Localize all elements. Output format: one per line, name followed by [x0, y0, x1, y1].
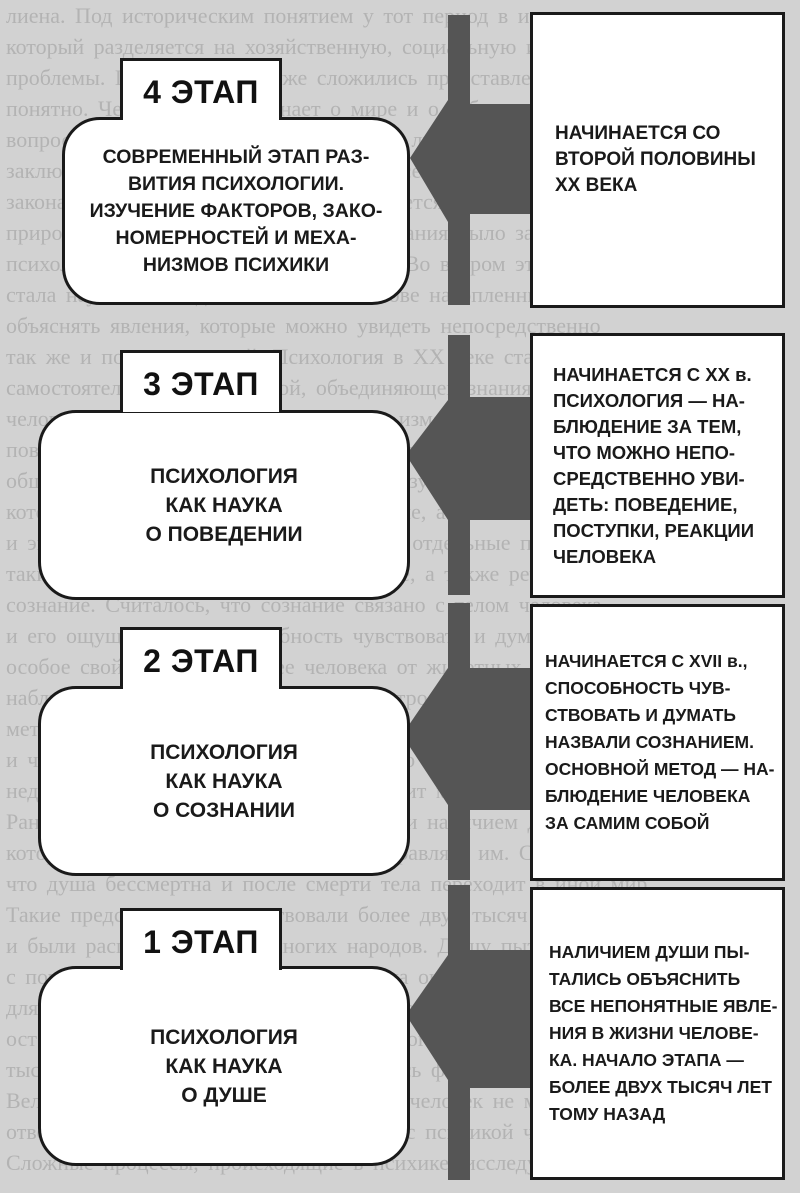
stage-4-note: НАЧИНАЕТСЯ СО ВТОРОЙ ПОЛОВИНЫ XX ВЕКА — [530, 12, 785, 308]
stage-3-label: 3 ЭТАП — [120, 350, 282, 412]
stage-1-label: 1 ЭТАП — [120, 908, 282, 970]
stage-4-arrow-head — [410, 100, 448, 222]
stage-4-arrow — [448, 15, 530, 305]
stage-3-description: ПСИХОЛОГИЯ КАК НАУКА О ПОВЕДЕНИИ — [38, 410, 410, 600]
stage-1-arrow — [448, 885, 530, 1180]
stage-3-description-text: ПСИХОЛОГИЯ КАК НАУКА О ПОВЕДЕНИИ — [145, 464, 303, 546]
stage-2-label: 2 ЭТАП — [120, 627, 282, 689]
stage-4-label: 4 ЭТАП — [120, 58, 282, 120]
stage-1-arrow-head — [406, 955, 448, 1080]
stage-2-arrow — [448, 603, 530, 880]
stage-1-note-text: НАЛИЧИЕМ ДУШИ ПЫ- ТАЛИСЬ ОБЪЯСНИТЬ ВСЕ Н… — [549, 942, 778, 1124]
stage-4-note-text: НАЧИНАЕТСЯ СО ВТОРОЙ ПОЛОВИНЫ XX ВЕКА — [555, 123, 756, 196]
stage-2-note: НАЧИНАЕТСЯ С XVII в., СПОСОБНОСТЬ ЧУВ- С… — [530, 604, 785, 881]
stage-2-description: ПСИХОЛОГИЯ КАК НАУКА О СОЗНАНИИ — [38, 686, 410, 876]
stage-2-description-text: ПСИХОЛОГИЯ КАК НАУКА О СОЗНАНИИ — [150, 740, 298, 822]
stage-4-description: СОВРЕМЕННЫЙ ЭТАП РАЗ- ВИТИЯ ПСИХОЛОГИИ. … — [62, 117, 410, 305]
stage-4-description-text: СОВРЕМЕННЫЙ ЭТАП РАЗ- ВИТИЯ ПСИХОЛОГИИ. … — [89, 145, 383, 276]
stage-1-note: НАЛИЧИЕМ ДУШИ ПЫ- ТАЛИСЬ ОБЪЯСНИТЬ ВСЕ Н… — [530, 887, 785, 1180]
stage-3-arrow — [448, 335, 530, 595]
stage-1-description-text: ПСИХОЛОГИЯ КАК НАУКА О ДУШЕ — [150, 1025, 298, 1107]
stage-2-arrow-head — [402, 668, 448, 805]
stage-3-note-text: НАЧИНАЕТСЯ С XX в. ПСИХОЛОГИЯ — НА- БЛЮД… — [553, 363, 754, 567]
stage-3-note: НАЧИНАЕТСЯ С XX в. ПСИХОЛОГИЯ — НА- БЛЮД… — [530, 333, 785, 598]
stage-1-description: ПСИХОЛОГИЯ КАК НАУКА О ДУШЕ — [38, 966, 410, 1166]
stage-2-note-text: НАЧИНАЕТСЯ С XVII в., СПОСОБНОСТЬ ЧУВ- С… — [545, 651, 775, 833]
stage-3-arrow-head — [406, 400, 448, 520]
